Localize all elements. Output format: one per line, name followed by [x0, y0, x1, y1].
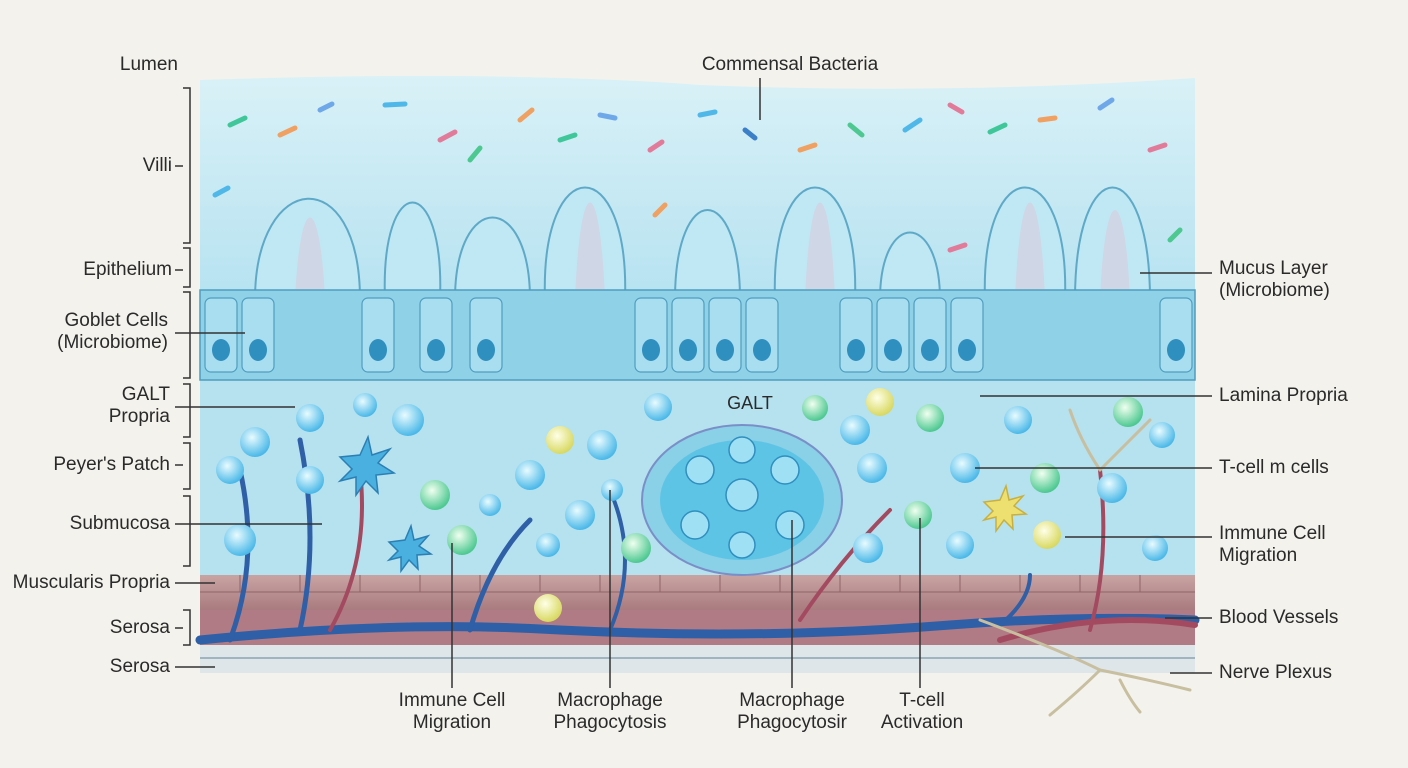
label-mucus-layer: Mucus Layer (Microbiome) — [1219, 258, 1330, 301]
label-macrophage-phagocytosis-2: Macrophage Phagocytosir — [737, 690, 847, 733]
label-immune-cell-migration-right: Immune Cell Migration — [1219, 523, 1326, 566]
label-peyers-patch: Peyer's Patch — [53, 454, 170, 475]
label-serosa-2: Serosa — [109, 656, 170, 677]
label-serosa-1: Serosa — [109, 617, 170, 638]
label-macrophage-phagocytosis-1: Macrophage Phagocytosis — [553, 690, 667, 733]
blood-vessels — [195, 437, 1200, 645]
dendritic-cells — [337, 434, 1029, 574]
epithelial-nuclei — [212, 339, 1185, 361]
villus-cores — [295, 202, 1130, 300]
label-submucosa: Submucosa — [69, 513, 170, 534]
leader-lines — [175, 78, 1212, 688]
label-commensal-bacteria: Commensal Bacteria — [701, 54, 879, 75]
label-goblet-cells: Goblet Cells (Microbiome) — [57, 310, 168, 353]
label-immune-cell-migration-bottom: Immune Cell Migration — [398, 690, 506, 733]
label-tcell-activation: T-cell Activation — [880, 690, 964, 733]
label-lumen: Lumen — [119, 54, 178, 75]
label-nerve-plexus: Nerve Plexus — [1219, 662, 1332, 683]
label-galt: GALT — [727, 393, 773, 413]
muscle-cells — [200, 575, 1195, 593]
label-lamina-propria: Lamina Propria — [1219, 385, 1348, 406]
immune-cells — [216, 388, 1175, 622]
label-villi: Villi — [142, 155, 172, 176]
label-epithelium: Epithelium — [83, 259, 172, 280]
label-tcell-m-cells: T-cell m cells — [1219, 457, 1329, 478]
nerve-plexus — [978, 408, 1192, 717]
label-blood-vessels: Blood Vessels — [1219, 607, 1339, 628]
commensal-bacteria — [212, 97, 1183, 253]
label-galt-propria: GALT Propria — [108, 384, 170, 427]
label-muscularis-propria: Muscularis Propria — [12, 572, 170, 593]
galt-follicle — [641, 424, 843, 576]
